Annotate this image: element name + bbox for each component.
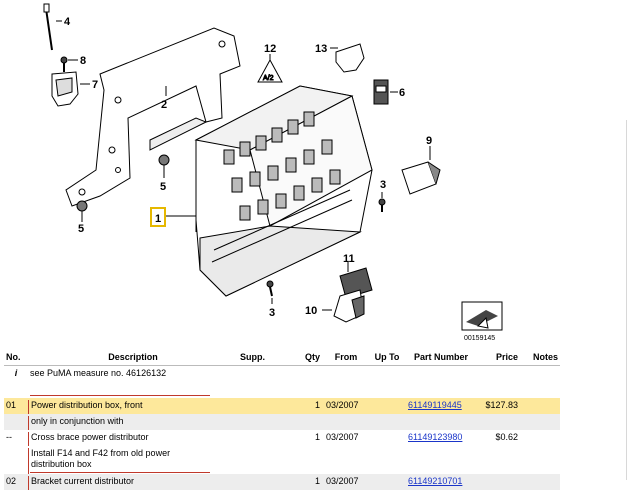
info-text: see PuMA measure no. 46126132 (30, 368, 167, 378)
bolt-part-illustration (43, 3, 62, 51)
parts-diagram: A/2 (43, 3, 503, 342)
row-note-text: only in conjunction with (28, 416, 238, 430)
info-icon: i (14, 368, 18, 378)
row-no: -- (6, 432, 12, 442)
part-number-link[interactable]: 61149123980 (408, 432, 463, 442)
header-notes: Notes (532, 352, 558, 362)
distribution-box-illustration (194, 85, 373, 297)
header-description: Description (108, 352, 158, 362)
callout-12: 12 (264, 43, 276, 55)
callout-5-lower: 5 (78, 223, 84, 235)
part-number-link[interactable]: 61149210701 (408, 476, 463, 486)
row-from: 03/2007 (326, 432, 359, 442)
header-upto: Up To (374, 352, 400, 362)
row-upto (368, 476, 406, 490)
row-from: 03/2007 (326, 476, 359, 486)
row-notes (520, 400, 560, 414)
red-border-line (30, 472, 210, 473)
table-row[interactable]: 01 Power distribution box, front 1 03/20… (4, 398, 560, 414)
callout-1-highlight (150, 207, 166, 227)
header-price: Price (495, 352, 518, 362)
row-qty: 1 (314, 432, 320, 442)
row-no: 01 (6, 400, 17, 410)
row-qty: 1 (314, 400, 320, 410)
row-upto (368, 400, 406, 414)
callout-4: 4 (64, 16, 71, 28)
row-supp (238, 476, 300, 490)
callout-13: 13 (315, 43, 327, 55)
row-qty: 1 (314, 476, 320, 486)
table-header: No. Description Supp. Qty From Up To Par… (4, 350, 560, 366)
row-supp (238, 432, 300, 446)
callout-3-lower: 3 (269, 307, 275, 319)
table-row-note: only in conjunction with (4, 414, 560, 430)
row-upto (368, 432, 406, 446)
callout-11: 11 (343, 253, 355, 265)
row-no: 02 (6, 476, 17, 486)
table-row-note: Install F14 and F42 from old power distr… (4, 446, 560, 474)
row-from: 03/2007 (326, 400, 359, 410)
table-row[interactable]: -- Cross brace power distributor 1 03/20… (4, 430, 560, 446)
row-description: Cross brace power distributor (28, 432, 238, 446)
parts-table: No. Description Supp. Qty From Up To Par… (4, 350, 560, 490)
callout-10: 10 (305, 305, 317, 317)
row-note-text: Install F14 and F42 from old power distr… (28, 448, 198, 474)
row-price: $0.62 (495, 432, 518, 442)
callout-5-upper: 5 (160, 181, 166, 193)
header-supp: Supp. (240, 352, 265, 362)
callout-7: 7 (92, 79, 98, 91)
row-supp (238, 400, 300, 414)
callout-9: 9 (426, 135, 432, 147)
callout-3-upper: 3 (380, 179, 386, 191)
red-border-line (30, 395, 210, 396)
callout-6: 6 (399, 87, 405, 99)
page-edge-divider (626, 120, 627, 480)
callout-2: 2 (161, 99, 167, 111)
callout-1[interactable]: 1 (155, 213, 161, 225)
row-notes (520, 432, 560, 446)
table-row[interactable]: 02 Bracket current distributor 1 03/2007… (4, 474, 560, 490)
bracket-part-illustration (65, 27, 241, 207)
callout-8: 8 (80, 55, 86, 67)
row-description: Bracket current distributor (28, 476, 238, 490)
header-part-number: Part Number (413, 352, 468, 362)
info-row: i see PuMA measure no. 46126132 (4, 366, 560, 398)
row-price: $127.83 (485, 400, 518, 410)
header-no: No. (6, 352, 21, 362)
header-qty: Qty (304, 352, 320, 362)
diagram-code-box: 00159145 (461, 301, 503, 342)
badge-label: A/2 (263, 75, 274, 82)
header-from: From (334, 352, 358, 362)
diagram-code: 00159145 (464, 335, 495, 342)
part-number-link[interactable]: 61149119445 (408, 400, 462, 410)
row-description: Power distribution box, front (28, 400, 238, 414)
